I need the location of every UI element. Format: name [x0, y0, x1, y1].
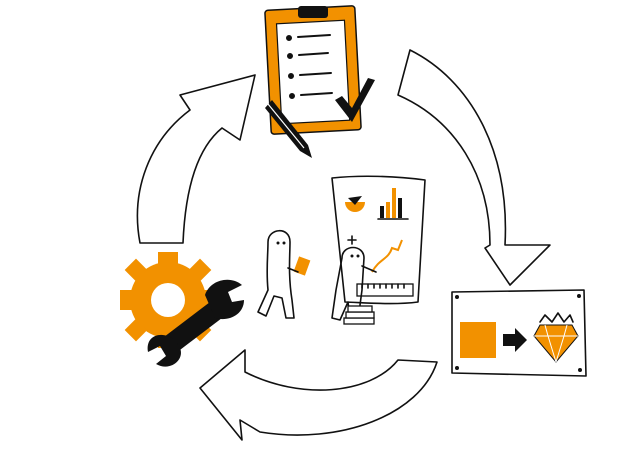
presentation-board-icon: [331, 175, 426, 305]
gear-icon: [120, 252, 216, 348]
stick-figure-presenter-icon: [331, 235, 377, 325]
checkmark-icon: [335, 78, 375, 122]
cycle-arrow-top-right-icon: [397, 49, 551, 286]
pencil-icon: [265, 100, 312, 158]
wrench-icon: [147, 279, 244, 367]
square-to-gem-icon: [451, 289, 587, 377]
cycle-arrow-bottom-icon: [199, 349, 438, 441]
stick-figure-walking-icon: [257, 229, 311, 319]
cycle-arrow-top-left-icon: [136, 74, 256, 244]
